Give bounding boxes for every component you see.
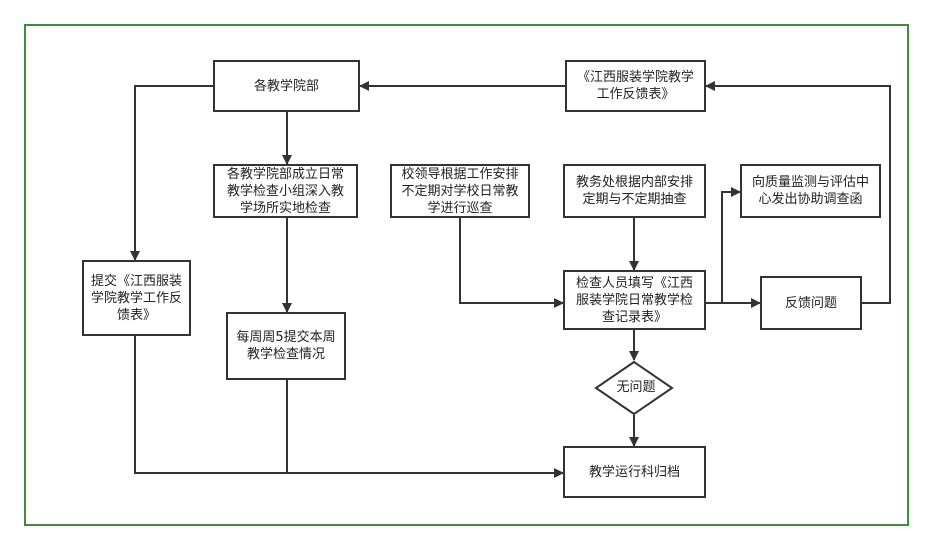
node-feedback-form: 《江西服装学院教学工作反馈表》 [565,60,706,112]
side-label: 每 周 [24,255,64,299]
node-feedback-issue: 反馈问题 [760,276,862,330]
node-academic-check: 教务处根据内部安排定期与不定期抽查 [563,164,706,218]
node-submit-feedback: 提交《江西服装学院教学工作反馈表》 [82,260,191,336]
no-issue-diamond [594,360,674,416]
edge-depts-to-submit [130,85,213,261]
node-fill-record: 检查人员填写《江西服装学院日常教学检查记录表》 [563,270,706,330]
edge-record-to-quality [721,187,741,303]
edge-leader-to-record [459,218,564,308]
side-label-char-2: 周 [36,279,52,297]
node-weekly-submit: 每周周5提交本周教学检查情况 [226,312,346,380]
node-leader-patrol: 校领导根据工作安排不定期对学校日常教学进行巡查 [390,164,530,218]
node-archive: 教学运行科归档 [563,446,706,498]
edge-issue-to-form [705,81,891,304]
node-no-issue: 无问题 [616,380,656,395]
node-dept-group: 各教学院部成立日常教学检查小组深入教学场所实地检查 [213,164,358,218]
node-quality-center: 向质量监测与评估中心发出协助调查函 [740,164,881,218]
node-departments: 各教学院部 [213,60,360,112]
edge-submit-to-archive [134,336,564,478]
side-label-char-1: 每 [36,257,52,275]
